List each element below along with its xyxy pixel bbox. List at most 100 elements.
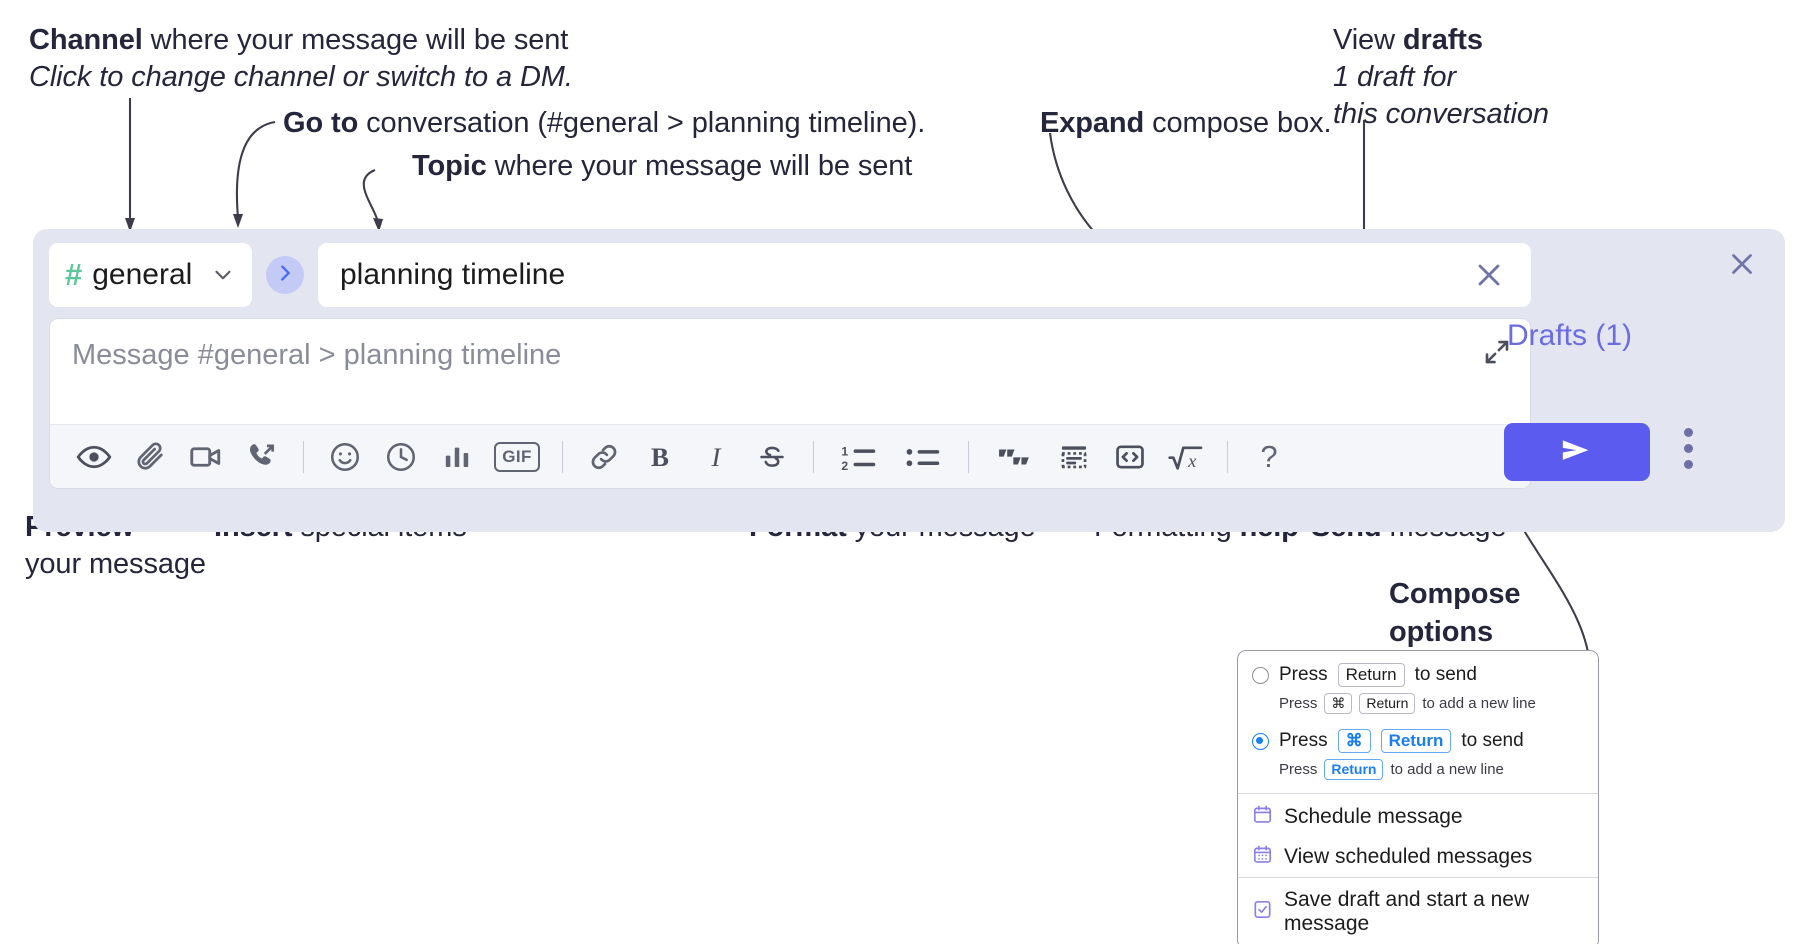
annotation-drafts: View drafts 1 draft for this conversatio… bbox=[1333, 22, 1549, 133]
send-option-return[interactable]: Press Return to send Press ⌘ Return to a… bbox=[1238, 651, 1598, 727]
option-two-sub-before: Press bbox=[1279, 761, 1318, 778]
calendar-clock-icon bbox=[1252, 804, 1273, 830]
paperclip-icon[interactable] bbox=[122, 433, 178, 481]
compose-right-zone: Drafts (1) bbox=[1485, 229, 1785, 532]
svg-text:x: x bbox=[1187, 450, 1197, 470]
menu-item-label: View scheduled messages bbox=[1284, 845, 1533, 868]
annotation-drafts-rest: View bbox=[1333, 24, 1403, 56]
svg-text:I: I bbox=[711, 441, 723, 471]
svg-text:B: B bbox=[651, 441, 669, 471]
kebab-dot bbox=[1684, 428, 1693, 437]
kebab-dot bbox=[1684, 444, 1693, 453]
send-option-cmd-return-row[interactable]: Press ⌘ Return to send bbox=[1252, 729, 1584, 753]
help-icon[interactable]: ? bbox=[1241, 433, 1297, 481]
close-compose-button[interactable] bbox=[1725, 247, 1759, 281]
bold-icon[interactable]: B bbox=[632, 433, 688, 481]
annotation-compose-options-bold2: options bbox=[1389, 616, 1494, 648]
link-icon[interactable] bbox=[576, 433, 632, 481]
blockquote-icon[interactable] bbox=[982, 433, 1046, 481]
strikethrough-icon[interactable] bbox=[744, 433, 800, 481]
calendar-grid-icon bbox=[1252, 844, 1273, 870]
message-placeholder: Message #general > planning timeline bbox=[72, 339, 562, 371]
annotation-drafts-italic1: 1 draft for bbox=[1333, 61, 1457, 93]
menu-item-schedule-message[interactable]: Schedule message bbox=[1238, 794, 1598, 837]
compose-options-popup: Press Return to send Press ⌘ Return to a… bbox=[1237, 650, 1599, 944]
video-icon[interactable] bbox=[178, 433, 234, 481]
channel-selector[interactable]: # general bbox=[49, 243, 252, 307]
leader-goto bbox=[235, 120, 276, 219]
save-draft-icon bbox=[1252, 899, 1273, 925]
clear-topic-button[interactable] bbox=[1471, 257, 1513, 293]
compose-box: # general planning timeline bbox=[33, 229, 1785, 532]
menu-divider bbox=[1238, 793, 1598, 794]
option-one-subtext: Press ⌘ Return to add a new line bbox=[1279, 693, 1584, 714]
chevron-right-icon bbox=[274, 262, 296, 289]
message-textarea[interactable]: Message #general > planning timeline bbox=[50, 319, 1530, 424]
menu-item-view-scheduled[interactable]: View scheduled messages bbox=[1238, 837, 1598, 877]
topic-value: planning timeline bbox=[340, 258, 566, 291]
option-two-subtext: Press Return to add a new line bbox=[1279, 759, 1584, 780]
annotation-expand-bold: Expand bbox=[1040, 107, 1145, 139]
send-option-cmd-return[interactable]: Press ⌘ Return to send Press Return to a… bbox=[1238, 727, 1598, 793]
code-icon[interactable] bbox=[1102, 433, 1158, 481]
annotation-goto-rest: conversation (#general > planning timeli… bbox=[358, 107, 926, 139]
radio-selected-icon[interactable] bbox=[1252, 732, 1269, 750]
annotation-drafts-bold: drafts bbox=[1402, 24, 1483, 56]
annotation-topic-rest: where your message will be sent bbox=[486, 150, 913, 182]
message-input-box: Message #general > planning timeline bbox=[49, 318, 1531, 489]
menu-item-label: Save draft and start a new message bbox=[1284, 888, 1530, 935]
send-button[interactable] bbox=[1504, 423, 1650, 481]
channel-topic-row: # general planning timeline bbox=[49, 243, 1531, 307]
toolbar-divider bbox=[813, 440, 814, 473]
option-one-sub-key-return: Return bbox=[1359, 693, 1416, 714]
toolbar-divider bbox=[968, 440, 969, 473]
menu-item-save-draft[interactable]: Save draft and start a new message bbox=[1238, 878, 1598, 944]
bullet-list-icon[interactable] bbox=[891, 433, 955, 481]
call-huddle-icon[interactable] bbox=[234, 433, 290, 481]
drafts-link[interactable]: Drafts (1) bbox=[1507, 319, 1633, 352]
toolbar-divider bbox=[1227, 440, 1228, 473]
kebab-dot bbox=[1684, 460, 1693, 469]
annotation-goto-bold: Go to bbox=[283, 107, 359, 139]
menu-divider bbox=[1238, 877, 1598, 878]
compose-options-menu-button[interactable] bbox=[1684, 428, 1693, 469]
annotation-channel-bold: Channel bbox=[29, 24, 143, 56]
topic-field[interactable]: planning timeline bbox=[318, 243, 1531, 307]
math-icon[interactable]: x bbox=[1158, 433, 1214, 481]
annotation-compose-options-bold1: Compose bbox=[1389, 578, 1521, 610]
radio-unselected-icon[interactable] bbox=[1252, 666, 1269, 684]
option-two-key-return: Return bbox=[1380, 729, 1452, 753]
gif-label: GIF bbox=[494, 441, 540, 472]
compose-main-column: # general planning timeline bbox=[49, 243, 1531, 489]
option-one-sub-after: to add a new line bbox=[1422, 695, 1536, 712]
option-two-key-cmd: ⌘ bbox=[1337, 729, 1371, 753]
annotation-drafts-italic2: this conversation bbox=[1333, 98, 1549, 130]
poll-icon[interactable] bbox=[429, 433, 485, 481]
menu-item-label: Schedule message bbox=[1284, 805, 1463, 828]
hash-icon: # bbox=[65, 256, 83, 292]
annotation-expand-rest: compose box. bbox=[1144, 107, 1332, 139]
emoji-icon[interactable] bbox=[317, 433, 373, 481]
chevron-down-icon bbox=[210, 262, 236, 288]
italic-icon[interactable]: I bbox=[688, 433, 744, 481]
eye-icon[interactable] bbox=[66, 433, 122, 481]
goto-conversation-button[interactable] bbox=[266, 256, 304, 294]
formatting-toolbar: GIF B I bbox=[50, 424, 1530, 488]
annotation-channel-italic: Click to change channel or switch to a D… bbox=[29, 61, 573, 93]
annotation-channel-rest: where your message will be sent bbox=[142, 24, 569, 56]
annotation-topic: Topic where your message will be sent bbox=[412, 148, 912, 185]
clock-icon[interactable] bbox=[373, 433, 429, 481]
send-option-return-row[interactable]: Press Return to send bbox=[1252, 663, 1584, 687]
expand-compose-button[interactable] bbox=[1482, 337, 1512, 367]
channel-name-label: general bbox=[92, 258, 193, 291]
annotation-topic-bold: Topic bbox=[412, 150, 487, 182]
option-one-sub-before: Press bbox=[1279, 695, 1318, 712]
help-label: ? bbox=[1260, 438, 1278, 474]
option-two-text-after: to send bbox=[1461, 730, 1524, 751]
gif-icon[interactable]: GIF bbox=[485, 433, 549, 481]
option-two-sub-key-return: Return bbox=[1324, 759, 1384, 780]
code-block-icon[interactable] bbox=[1046, 433, 1102, 481]
toolbar-divider bbox=[562, 440, 563, 473]
